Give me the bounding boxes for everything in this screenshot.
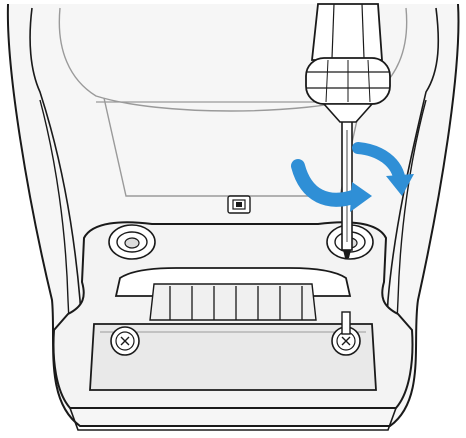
bottom-feet	[69, 407, 397, 431]
screwdriver	[305, 3, 391, 258]
base-plate	[89, 323, 377, 391]
connector-port-icon	[227, 195, 251, 214]
connector-slot	[149, 283, 317, 321]
screw-head-icon	[331, 326, 361, 356]
left-mount-lug	[108, 224, 156, 260]
curved-rotation-arrow	[291, 142, 414, 212]
upper-panel	[58, 7, 408, 112]
screw-head-icon	[110, 326, 140, 356]
screwdriver-tip-lower	[341, 311, 351, 335]
connector-ribs	[169, 286, 303, 320]
